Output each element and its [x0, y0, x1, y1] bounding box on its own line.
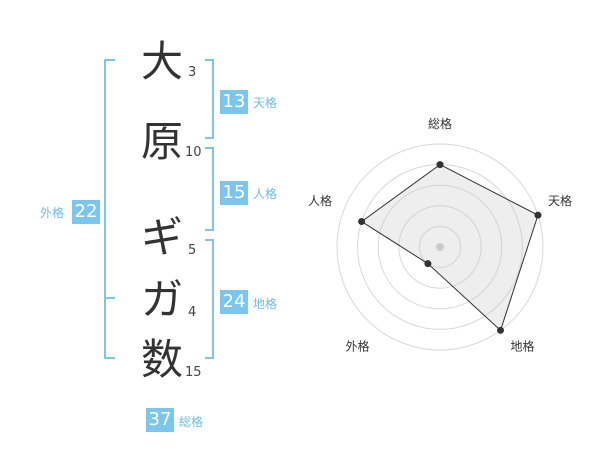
radar-center — [436, 243, 444, 251]
stroke-count-5: 15 — [185, 365, 202, 380]
radar-point-1 — [436, 161, 444, 169]
radar-ring-3 — [377, 184, 503, 310]
radar-axis-label-1: 総格 — [428, 116, 452, 131]
name-char-4: ガ — [140, 275, 183, 324]
radar-ring-2 — [398, 205, 482, 289]
name-char-3: ギ — [140, 213, 183, 262]
radar-axis-label-5: 人格 — [308, 193, 332, 208]
stroke-count-4: 4 — [188, 305, 197, 320]
radar-axis-label-2: 天格 — [548, 193, 572, 208]
stroke-count-1: 3 — [188, 65, 197, 80]
radar-ring-5 — [336, 143, 544, 351]
stroke-count-3: 5 — [188, 243, 197, 258]
radar-point-2 — [534, 211, 542, 219]
soukaku-label: 総格 — [179, 415, 204, 429]
radar-point-3 — [497, 326, 505, 334]
jinkaku-label: 人格 — [253, 187, 278, 201]
tenkaku-bracket — [205, 59, 214, 139]
tenkaku-value: 13 — [220, 90, 248, 114]
tenkaku-label: 天格 — [253, 96, 278, 110]
gaikaku-label: 外格 — [40, 206, 65, 220]
jinkaku-value: 15 — [220, 181, 248, 205]
chikaku-bracket — [205, 239, 214, 359]
name-char-5: 数 — [140, 335, 183, 384]
radar-axis-label-3: 地格 — [511, 338, 535, 353]
gaikaku-value: 22 — [72, 200, 100, 224]
soukaku-value: 37 — [146, 408, 174, 432]
radar-axis-label-4: 外格 — [345, 338, 369, 353]
name-char-1: 大 — [140, 37, 183, 86]
name-char-2: 原 — [140, 117, 183, 166]
radar-polygon — [360, 164, 539, 332]
gaikaku-bracket — [104, 59, 115, 359]
radar-point-5 — [358, 218, 366, 226]
chikaku-label: 地格 — [253, 297, 278, 311]
jinkaku-bracket — [205, 147, 214, 231]
chikaku-value: 24 — [220, 290, 248, 314]
radar-ring-1 — [418, 225, 462, 269]
stroke-count-2: 10 — [185, 145, 202, 160]
radar-point-4 — [424, 260, 432, 268]
